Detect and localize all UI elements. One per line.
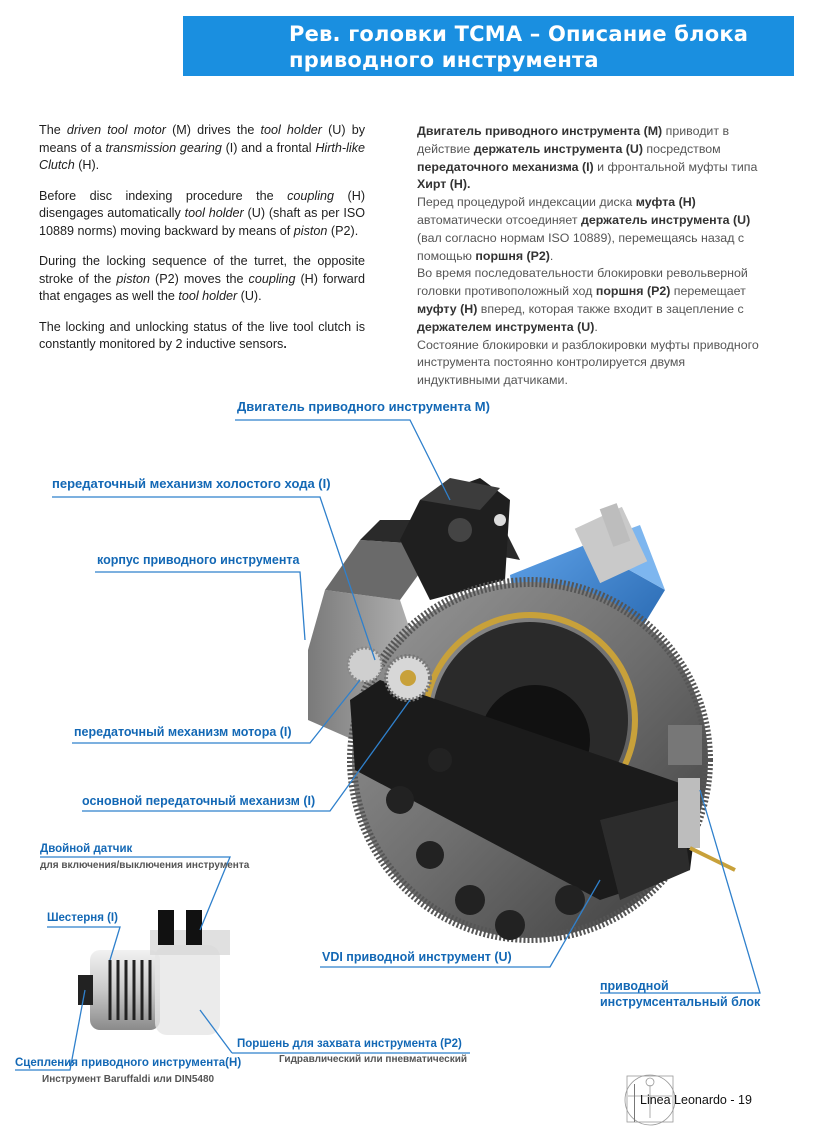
label-clutch: Сцепления приводного инструмента(H) bbox=[15, 1057, 242, 1069]
russian-paragraph: Во время последовательности блокировки р… bbox=[417, 265, 762, 336]
turret-render bbox=[308, 478, 736, 943]
label-motor: Двигатель приводного инструмента M) bbox=[237, 399, 490, 414]
label-unit-line-2: инструмсентальный блок bbox=[600, 995, 761, 1009]
label-sensor-sub: для включения/выключения инструмента bbox=[40, 860, 250, 871]
english-text-run: (H) disengages automatically bbox=[39, 188, 366, 221]
russian-description: Двигатель приводного инструмента (M) при… bbox=[417, 123, 762, 390]
russian-text-run: муфта (H) bbox=[635, 195, 696, 210]
english-paragraph: During the locking sequence of the turre… bbox=[39, 253, 365, 306]
clutch-detail-render bbox=[78, 910, 230, 1035]
label-idle-gear: передаточный механизм холостого хода (I) bbox=[52, 476, 331, 491]
russian-text-run: Двигатель приводного инструмента (M) bbox=[417, 124, 663, 138]
russian-text-run: держателем инструмента (U) bbox=[417, 319, 595, 334]
label-piston: Поршень для захвата инструмента (P2) bbox=[237, 1038, 462, 1050]
russian-text-run: Хирт (H). bbox=[417, 177, 471, 192]
label-main-gear: основной передаточный механизм (I) bbox=[82, 794, 316, 808]
russian-paragraph: Перед процедурой индексации диска муфта … bbox=[417, 194, 762, 265]
english-text-run: driven tool motor bbox=[66, 123, 166, 137]
english-text-run: . bbox=[283, 337, 287, 351]
english-text-run: (U) (shaft as per ISO 10889 norms) movin… bbox=[39, 206, 366, 238]
english-text-run: coupling bbox=[248, 271, 296, 286]
russian-paragraph: Двигатель приводного инструмента (M) при… bbox=[417, 123, 762, 194]
english-text-run: piston bbox=[293, 223, 328, 238]
label-gear: Шестерня (I) bbox=[47, 912, 118, 924]
english-text-run: tool holder bbox=[184, 206, 244, 220]
label-unit-line-1: приводной bbox=[600, 979, 669, 993]
russian-text-run: приводит в действие bbox=[417, 124, 730, 156]
russian-text-run: поршня (P2) bbox=[475, 248, 550, 263]
russian-paragraph: Состояние блокировки и разблокировки муф… bbox=[417, 337, 762, 390]
label-sensor: Двойной датчик bbox=[40, 843, 133, 855]
english-text-run: coupling bbox=[287, 188, 335, 203]
russian-text-run: муфту (H) bbox=[417, 301, 478, 316]
russian-text-run: (вал согласно нормам ISO 10889), перемещ… bbox=[417, 230, 745, 263]
leader-lines bbox=[15, 419, 761, 1071]
english-text-run: (H) forward that engages as well the bbox=[39, 271, 365, 304]
english-text-run: (I) and a frontal bbox=[221, 140, 316, 155]
russian-text-run: Состояние блокировки и разблокировки муф… bbox=[417, 337, 759, 388]
label-clutch-sub: Инструмент Baruffaldi или DIN5480 bbox=[42, 1074, 215, 1085]
russian-text-run: держатель инструмента (U) bbox=[473, 141, 643, 156]
label-housing: корпус приводного инструмента bbox=[97, 553, 300, 567]
english-text-run: During the locking sequence of the turre… bbox=[39, 254, 365, 286]
english-text-run: piston bbox=[116, 271, 151, 286]
russian-text-run: вперед, которая также входит в зацеплени… bbox=[477, 301, 744, 316]
label-vdi-tool: VDI приводной инструмент (U) bbox=[322, 950, 512, 964]
english-paragraph: Before disc indexing procedure the coupl… bbox=[39, 188, 365, 241]
label-piston-sub: Гидравлический или пневматический bbox=[279, 1054, 468, 1065]
russian-text-run: держатель инструмента (U) bbox=[581, 212, 751, 227]
label-motor-gear: передаточный механизм мотора (I) bbox=[74, 725, 292, 739]
english-text-run: (P2) moves the bbox=[150, 271, 249, 286]
title-line-2: приводного инструмента bbox=[289, 48, 599, 72]
russian-text-run: передаточного механизма (I) bbox=[417, 159, 594, 174]
english-text-run: Before disc indexing procedure the bbox=[39, 188, 288, 203]
english-paragraph: The driven tool motor (M) drives the too… bbox=[39, 122, 365, 175]
page-footer: Linea Leonardo - 19 bbox=[640, 1093, 752, 1107]
russian-text-run: и фронтальной муфты типа bbox=[593, 159, 758, 174]
title-banner: Рев. головки TCMA – Описание блока приво… bbox=[183, 16, 794, 76]
english-text-run: (H). bbox=[74, 158, 100, 172]
vitruvian-man-logo bbox=[624, 1074, 676, 1126]
english-text-run: tool holder bbox=[260, 123, 322, 137]
russian-text-run: перемещает bbox=[670, 284, 746, 299]
russian-text-run: поршня (P2) bbox=[595, 284, 671, 299]
english-description: The driven tool motor (M) drives the too… bbox=[39, 122, 365, 367]
footer-divider bbox=[634, 1084, 635, 1122]
russian-text-run: . bbox=[594, 319, 598, 334]
english-text-run: (P2). bbox=[327, 223, 359, 238]
english-text-run: Hirth-like Clutch bbox=[39, 140, 365, 173]
english-text-run: (U). bbox=[237, 289, 262, 303]
russian-text-run: автоматически отсоединяет bbox=[417, 212, 581, 227]
english-text-run: transmission gearing bbox=[105, 140, 222, 155]
english-text-run: tool holder bbox=[178, 289, 238, 303]
page-title: Рев. головки TCMA – Описание блока приво… bbox=[289, 21, 748, 73]
english-text-run: (M) drives the bbox=[165, 123, 261, 137]
english-paragraph: The locking and unlocking status of the … bbox=[39, 319, 365, 354]
russian-text-run: Перед процедурой индексации диска bbox=[417, 195, 636, 210]
english-text-run: The locking and unlocking status of the … bbox=[39, 319, 365, 352]
russian-text-run: . bbox=[549, 248, 554, 263]
russian-text-run: посредством bbox=[642, 141, 721, 156]
english-text-run: (U) by means of a bbox=[39, 123, 366, 155]
russian-text-run: Во время последовательности блокировки р… bbox=[417, 266, 748, 299]
english-text-run: The bbox=[39, 123, 67, 137]
title-line-1: Рев. головки TCMA – Описание блока bbox=[289, 22, 749, 46]
